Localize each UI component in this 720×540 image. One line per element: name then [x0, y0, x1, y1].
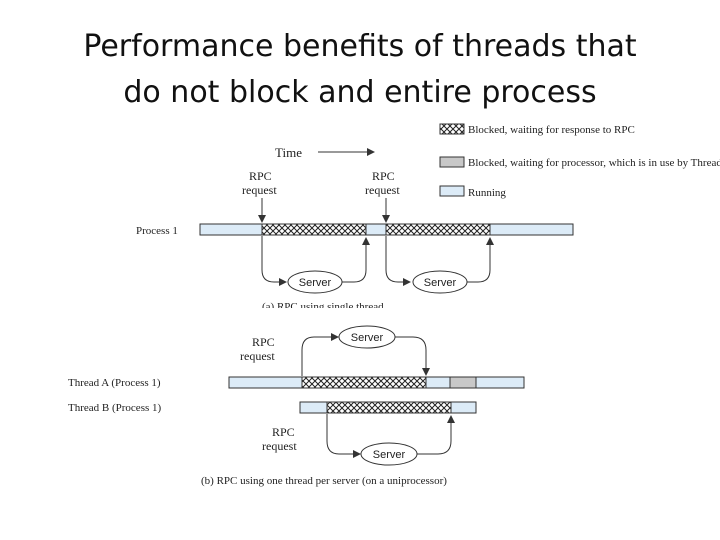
thread-a-blocked-rpc-segment [301, 376, 427, 389]
thread-b-blocked-rpc-segment [326, 401, 452, 414]
rpc-request-b-label-line-1: RPC [272, 425, 295, 439]
server-bottom-return-path [417, 415, 455, 455]
slide-title: Performance benefits of threads that do … [0, 24, 720, 116]
legend-label-running: Running [468, 187, 506, 199]
thread-a-running-segment-2 [425, 376, 451, 389]
diagram-a: Time RPC request RPC request Process 1 S… [136, 145, 574, 313]
process-1-running-segment-2 [365, 223, 387, 236]
process-1-blocked-rpc-segment-2 [385, 223, 491, 236]
process-1-blocked-rpc-segment-1 [261, 223, 367, 236]
thread-a-blocked-processor-segment [449, 376, 477, 389]
thread-a-running-segment-3 [475, 376, 525, 389]
rpc-request-a-label-line-2: request [240, 349, 275, 363]
rpc-request-label-1-line-1: RPC [249, 169, 272, 183]
rpc-request-label-2-line-1: RPC [372, 169, 395, 183]
thread-b-running-segment-2 [450, 401, 477, 414]
thread-b-label: Thread B (Process 1) [68, 402, 162, 414]
rpc-path-to-server-2 [385, 236, 411, 286]
legend-swatch-blocked-processor [439, 156, 465, 168]
legend-label-blocked-processor: Blocked, waiting for processor, which is… [468, 157, 720, 169]
diagram-b-caption: (b) RPC using one thread per server (on … [201, 475, 447, 487]
server-1-label: Server [299, 277, 332, 289]
thread-a-running-segment-1 [228, 376, 303, 389]
rpc-request-b-label-line-2: request [262, 439, 297, 453]
server-2-label: Server [424, 277, 457, 289]
legend-swatch-running [439, 185, 465, 197]
diagram-b: RPC request Server Thread A (Process 1) … [68, 325, 525, 487]
process-1-label: Process 1 [136, 225, 178, 237]
process-1-running-segment-1 [199, 223, 263, 236]
thread-b-rpc-path-to-server [326, 414, 361, 458]
legend-label-blocked-rpc: Blocked, waiting for response to RPC [468, 124, 635, 136]
time-label: Time [275, 145, 302, 160]
legend: Blocked, waiting for response to RPC Blo… [439, 123, 720, 199]
server-1-return-path [342, 237, 370, 283]
rpc-request-label-2-line-2: request [365, 183, 400, 197]
server-top-label: Server [351, 332, 384, 344]
slide-title-line-2: do not block and entire process [123, 75, 597, 110]
server-2-return-path [467, 237, 494, 283]
rpc-request-label-1-line-2: request [242, 183, 277, 197]
slide-title-line-1: Performance benefits of threads that [83, 29, 637, 64]
diagram-a-caption: (a) RPC using single thread [262, 301, 384, 313]
process-1-running-segment-3 [489, 223, 574, 236]
thread-a-rpc-path-to-server [301, 333, 339, 376]
rpc-request-a-label-line-1: RPC [252, 335, 275, 349]
rpc-path-to-server-1 [261, 236, 287, 286]
server-top-return-path [395, 336, 430, 376]
thread-b-running-segment-1 [299, 401, 328, 414]
server-bottom-label: Server [373, 449, 406, 461]
thread-a-label: Thread A (Process 1) [68, 377, 161, 389]
legend-swatch-blocked-rpc [439, 123, 465, 135]
